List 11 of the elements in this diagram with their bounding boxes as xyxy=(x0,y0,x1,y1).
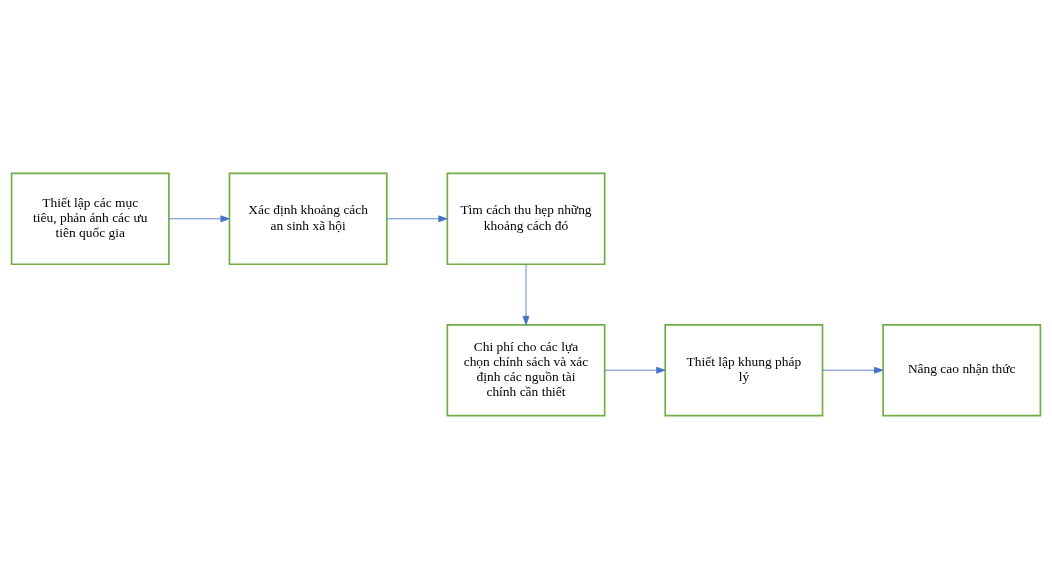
arrow xyxy=(168,214,230,222)
arrow xyxy=(386,214,448,222)
node-box: Thiết lập khung pháp lý xyxy=(664,323,824,416)
arrow xyxy=(522,263,530,325)
node-box: Nâng cao nhận thức xyxy=(882,323,1042,416)
node-box: Thiết lập các mục tiêu, phản ánh các ưu tiên quốc gia xyxy=(10,172,170,265)
node-box: Chi phí cho các lựa chọn chính sách và xác định các nguồn tài chính cần thiết xyxy=(446,323,606,416)
arrow xyxy=(822,366,884,374)
node-box: Xác định khoảng cách an sinh xã hội xyxy=(228,172,388,265)
arrow xyxy=(604,366,666,374)
node-box: Tìm cách thu hẹp những khoảng cách đó xyxy=(446,172,606,265)
